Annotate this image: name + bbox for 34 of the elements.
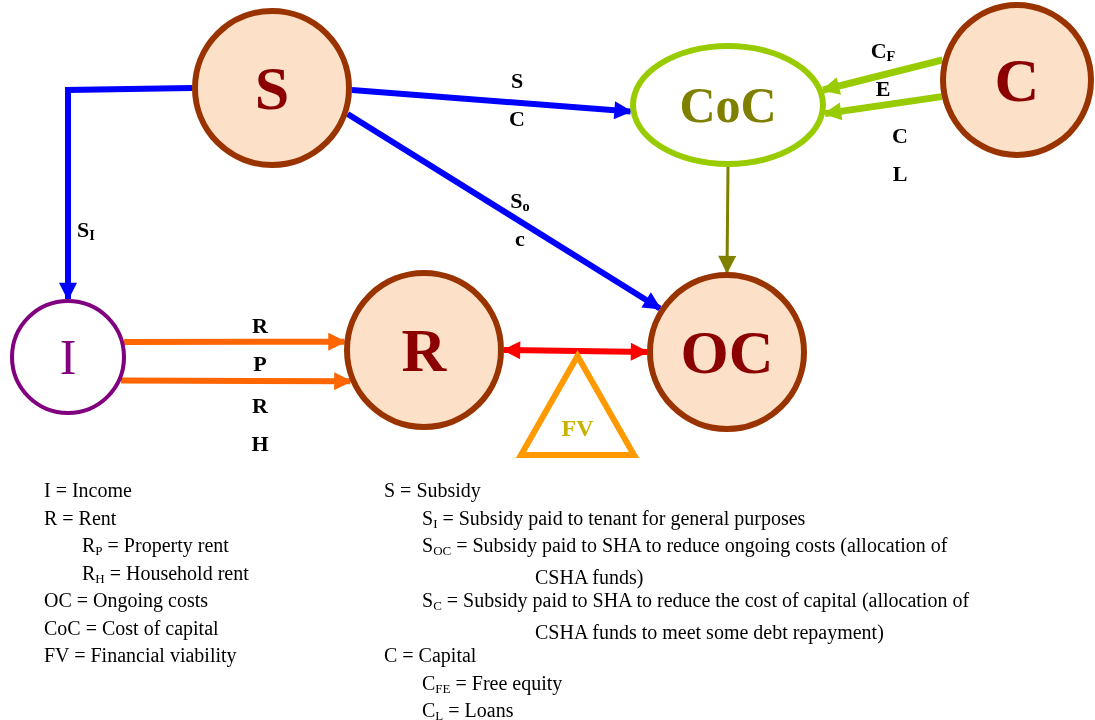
legend-note: C = Capital (384, 643, 477, 669)
legend-note: C$_{L}$ = Loans (422, 698, 514, 720)
legend-note: S$_{I}$ = Subsidy paid to tenant for general purposes (422, 505, 806, 533)
legend-note: OC = Ongoing costs (44, 588, 209, 614)
arrow (346, 111, 662, 311)
edge-label: S$_{o}$ c (509, 186, 531, 253)
legend-note: I = Income (44, 478, 132, 503)
legend-note: S$_{OC}$ = Subsidy paid to SHA to reduce ongoing costs (allocation of CSHA funds) (422, 533, 949, 591)
node-label: CoC (679, 80, 777, 130)
edge-label: S$_{I}$ (76, 215, 96, 245)
legend-note: R$_{P}$ = Property rent (82, 533, 229, 560)
node-label: FV (561, 416, 594, 440)
edge-label: S C (508, 66, 526, 133)
edge-label: R P (251, 311, 269, 378)
arrow (59, 85, 193, 301)
edge-label: R H (250, 391, 270, 458)
node-label: S (254, 57, 290, 119)
legend-note: C$_{FE}$ = Free equity (422, 670, 563, 698)
legend-note: FV = Financial viability (44, 643, 237, 669)
node-label: OC (680, 321, 774, 383)
legend-note: CoC = Cost of capital (44, 615, 219, 642)
arrow (718, 167, 737, 274)
edge-label: C L (891, 121, 909, 188)
arrow (502, 341, 649, 361)
node-label: I (59, 332, 77, 382)
node-label: C (994, 49, 1040, 111)
node-label: R (401, 319, 447, 381)
legend-note: R$_{H}$ = Household rent (82, 560, 249, 588)
triangle-node (515, 350, 640, 458)
edge-label: C$_{F}$ E (869, 36, 897, 103)
arrow (120, 372, 353, 391)
legend-note: R = Rent (44, 505, 117, 531)
legend-note: S$_{C}$ = Subsidy paid to SHA to reduce the cost of capital (allocation of CSHA funds to meet some debt repayment) (422, 589, 971, 646)
legend-note: S = Subsidy (384, 478, 481, 504)
